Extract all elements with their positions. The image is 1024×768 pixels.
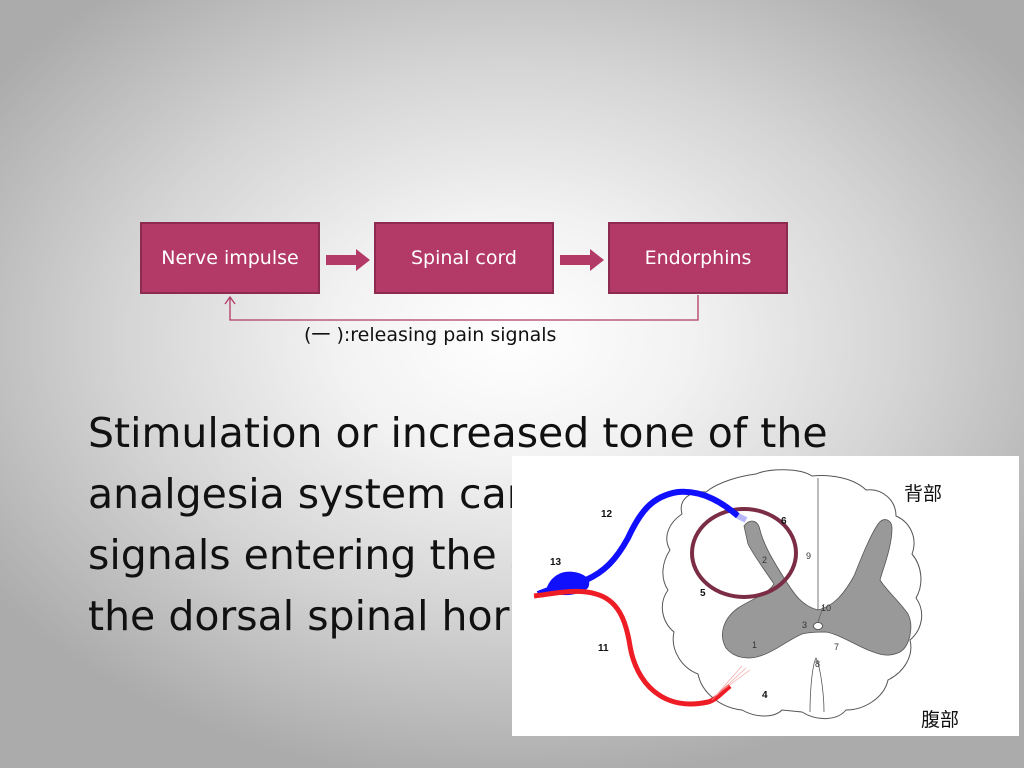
central-canal <box>813 622 823 630</box>
dorsal-horn-highlight <box>690 507 798 599</box>
feedback-arrow <box>224 295 699 321</box>
main-text-line: analgesia system can <box>88 470 533 518</box>
label-12: 12 <box>601 509 613 520</box>
label-8: 8 <box>815 659 820 669</box>
label-dorsal: 背部 <box>904 483 942 505</box>
label-4: 4 <box>762 690 768 701</box>
main-text: Stimulation or increased tone of the ana… <box>88 403 888 647</box>
endorphins-box: Endorphins <box>608 222 788 294</box>
main-text-line: Stimulation or increased tone of the <box>88 409 828 457</box>
spinal-cord-box: Spinal cord <box>374 222 554 294</box>
arrow-right-icon <box>560 249 604 271</box>
label-13: 13 <box>550 557 562 568</box>
pointer-line <box>817 603 825 623</box>
label-7: 7 <box>834 642 839 652</box>
spinal-cord-figure: 12 13 5 11 4 1 2 3 6 7 8 9 10 背部 腹部 <box>512 456 1019 736</box>
afferent-nerve-entry <box>736 513 748 523</box>
label-5: 5 <box>700 588 706 599</box>
label-2: 2 <box>762 555 767 565</box>
efferent-nerve <box>533 588 732 707</box>
label-6: 6 <box>781 516 787 527</box>
label-3: 3 <box>802 620 807 630</box>
spinal-cord-cross-section: 12 13 5 11 4 1 2 3 6 7 8 9 10 背部 腹部 <box>533 469 959 731</box>
ventral-rootlets <box>711 665 751 701</box>
label-11: 11 <box>598 643 609 654</box>
label-9: 9 <box>806 551 811 561</box>
feedback-label: (一 ):releasing pain signals <box>304 324 557 346</box>
label-1: 1 <box>752 640 757 650</box>
ventral-fissure <box>809 657 825 713</box>
grey-matter <box>722 519 912 659</box>
main-text-line: the dorsal spinal hor <box>88 592 510 640</box>
arrow-right-icon <box>326 249 370 271</box>
nerve-impulse-box: Nerve impulse <box>140 222 320 294</box>
label-ventral: 腹部 <box>921 709 959 731</box>
main-text-line: signals entering the s <box>88 531 532 579</box>
label-10: 10 <box>821 603 831 613</box>
